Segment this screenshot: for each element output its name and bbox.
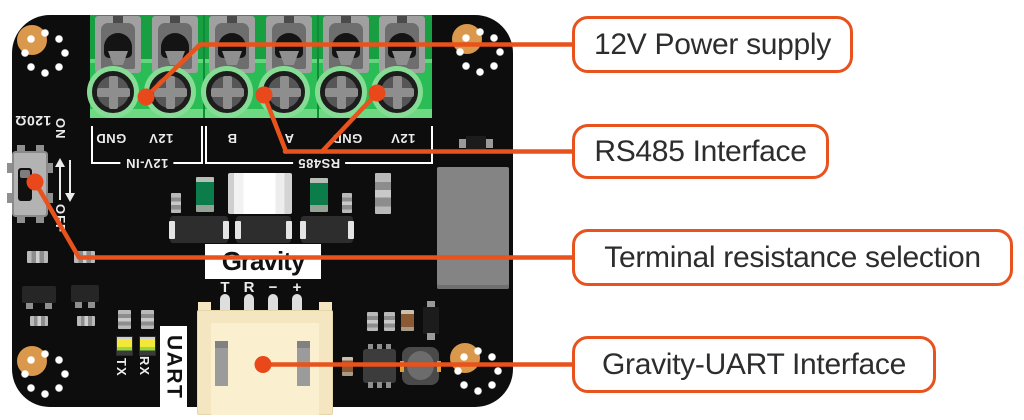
group-label-12v-in: 12V-IN (120, 154, 174, 173)
smd-resistor (342, 193, 352, 213)
group-label-rs485: RS485 (292, 154, 346, 173)
terminal-divider (203, 15, 205, 118)
smd-transistor (22, 286, 56, 309)
connector-wall (198, 302, 211, 312)
tx-led (116, 336, 133, 356)
uart-silkscreen-box: UART (160, 326, 187, 408)
ic-leg (377, 382, 382, 388)
wire-clamp-5 (323, 16, 369, 73)
uart-label: UART (162, 334, 186, 400)
mounting-hole-bottom-left (17, 346, 73, 402)
switch-on-label: ON (53, 118, 68, 140)
screw-terminal-12v-485 (376, 71, 418, 113)
mounting-hole-top-right (452, 24, 508, 80)
mounting-hole-bottom-right (450, 343, 506, 399)
inductor-band (400, 361, 404, 372)
switch-leg (17, 145, 25, 152)
ic-leg (386, 382, 391, 388)
smd-resistor (77, 316, 95, 326)
uart-pin-r: R (243, 279, 255, 296)
wire-clamp-6 (379, 16, 425, 73)
wire-clamp-2 (152, 16, 198, 73)
smd-resistor (384, 312, 395, 331)
screw-terminal-b (206, 71, 248, 113)
switch-leg (36, 216, 44, 223)
group-bracket-rs485: RS485 (205, 126, 433, 173)
on-off-arrows-icon (55, 158, 75, 202)
smd-resistor (367, 312, 378, 331)
screw-terminal-gnd-485 (320, 71, 362, 113)
ic-leg (368, 382, 373, 388)
led-resistor (141, 310, 154, 329)
terminal-divider (317, 15, 319, 118)
smd-pad (427, 301, 435, 308)
smd-resistor (74, 251, 95, 263)
switch-leg (7, 163, 13, 173)
connector-latch (297, 341, 310, 386)
switch-leg (47, 163, 53, 173)
uart-pin-plus: + (292, 279, 302, 296)
ic-chip (363, 349, 396, 383)
smd-diode (235, 216, 292, 243)
switch-leg (17, 216, 25, 223)
callout-box-gravity-uart: Gravity-UART Interface (572, 336, 936, 393)
switch-off-label: OFF (53, 204, 68, 233)
tx-label: TX (114, 358, 129, 377)
callout-box-12v-power: 12V Power supply (572, 16, 853, 73)
inductor-band (437, 361, 441, 372)
termination-resistor-label: 120Ω (14, 113, 52, 129)
ic-leg (368, 344, 373, 350)
wire-clamp-3 (209, 16, 255, 73)
uart-pin-minus: − (268, 279, 278, 296)
ic-leg (377, 344, 382, 350)
led-resistor (118, 310, 131, 329)
rx-led (139, 336, 156, 356)
smd-pad (459, 139, 466, 148)
smd-component-white (228, 173, 292, 214)
smd-transistor (71, 285, 99, 308)
power-module (437, 167, 509, 289)
group-bracket-12v-in: 12V-IN (91, 126, 203, 173)
wire-clamp-1 (95, 16, 141, 73)
smd-capacitor-brown (401, 310, 414, 331)
smd-component (423, 307, 439, 334)
smd-diode (300, 216, 354, 243)
connector-latch (215, 341, 228, 386)
ic-leg (386, 344, 391, 350)
switch-leg (7, 193, 13, 203)
smd-resistor (27, 251, 48, 263)
callout-box-rs485: RS485 Interface (572, 124, 829, 179)
rx-label: RX (137, 356, 152, 377)
smd-component (466, 136, 486, 150)
smd-capacitor-green (310, 178, 328, 212)
gravity-logo: Gravity (205, 244, 321, 279)
inductor (402, 347, 439, 385)
wire-clamp-4 (266, 16, 312, 73)
smd-pad (427, 333, 435, 340)
smd-resistor (30, 316, 48, 326)
connector-wall (319, 302, 332, 312)
screw-terminal-a (263, 71, 305, 113)
screw-terminal-12v-in (149, 71, 191, 113)
smd-resistor (171, 193, 181, 213)
smd-capacitor-green (196, 177, 214, 212)
termination-slide-switch (12, 151, 48, 217)
callout-box-terminal-resistance: Terminal resistance selection (572, 229, 1013, 286)
switch-knob (20, 170, 30, 178)
smd-resistor (375, 173, 391, 214)
switch-leg (36, 145, 44, 152)
screw-terminal-gnd-in (92, 71, 134, 113)
uart-pin-labels: T R − + (213, 280, 309, 296)
smd-diode (169, 216, 229, 243)
smd-capacitor-brown (342, 357, 353, 376)
mounting-hole-top-left (17, 25, 73, 81)
uart-pin-t: T (220, 279, 230, 296)
smd-pad (486, 139, 493, 148)
